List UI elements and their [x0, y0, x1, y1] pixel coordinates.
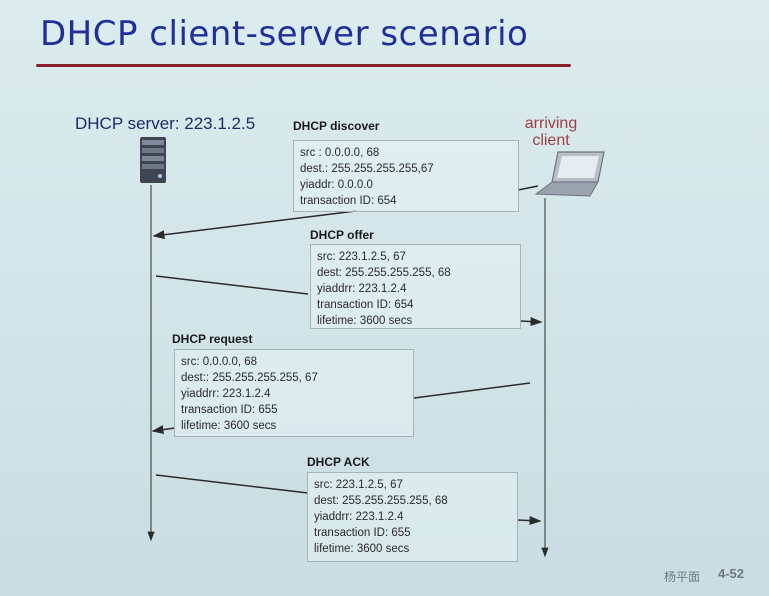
- offer-title: DHCP offer: [310, 228, 374, 242]
- field-line: yiaddrr: 223.1.2.4: [317, 283, 407, 295]
- request-arrow-a: [413, 382, 531, 399]
- field-line: src : 0.0.0.0, 68: [300, 147, 380, 159]
- field-line: src: 0.0.0.0, 68: [181, 356, 258, 368]
- field-line: dest: 255.255.255.255, 68: [317, 267, 451, 279]
- laptop-icon: [534, 151, 605, 197]
- field-line: lifetime: 3600 secs: [317, 315, 413, 327]
- request-title: DHCP request: [172, 332, 253, 346]
- field-line: src: 223.1.2.5, 67: [314, 479, 403, 491]
- field-line: transaction ID: 655: [181, 404, 278, 416]
- field-line: yiaddr: 0.0.0.0: [300, 179, 373, 191]
- field-line: transaction ID: 655: [314, 527, 411, 539]
- field-line: dest: 255.255.255.255, 68: [314, 495, 448, 507]
- offer-arrow-a: [155, 275, 309, 295]
- discover-arrow-a: [517, 185, 539, 191]
- field-line: lifetime: 3600 secs: [181, 420, 277, 432]
- ack-arrow-b: [516, 516, 542, 526]
- offer-arrow-b: [519, 317, 543, 326]
- field-line: lifetime: 3600 secs: [314, 543, 410, 555]
- field-line: dest.: 255.255.255.255,67: [300, 163, 434, 175]
- offer-box: src: 223.1.2.5, 67 dest: 255.255.255.255…: [310, 244, 521, 329]
- field-line: dest:: 255.255.255.255, 67: [181, 372, 318, 384]
- field-line: transaction ID: 654: [317, 299, 414, 311]
- field-line: transaction ID: 654: [300, 195, 397, 207]
- server-label: DHCP server: 223.1.2.5: [75, 114, 256, 133]
- client-label-line: client: [532, 132, 570, 149]
- client-label: arriving client: [516, 115, 586, 149]
- ack-box: src: 223.1.2.5, 67 dest: 255.255.255.255…: [307, 472, 518, 562]
- slide-number: 4-52: [718, 566, 745, 581]
- field-line: yiaddrr: 223.1.2.4: [314, 511, 404, 523]
- discover-title: DHCP discover: [293, 119, 380, 133]
- slide-title: DHCP client-server scenario: [40, 14, 529, 54]
- request-box: src: 0.0.0.0, 68 dest:: 255.255.255.255,…: [174, 349, 414, 437]
- client-label-line: arriving: [524, 115, 578, 132]
- field-line: src: 223.1.2.5, 67: [317, 251, 406, 263]
- discover-arrow-b: [152, 210, 357, 240]
- title-underline: [36, 64, 571, 67]
- ack-title: DHCP ACK: [307, 455, 370, 469]
- ack-arrow-a: [155, 474, 309, 494]
- server-tower-icon: [140, 137, 166, 183]
- footer-author: 杨平面: [664, 570, 701, 584]
- request-arrow-b: [151, 425, 176, 435]
- discover-box: src : 0.0.0.0, 68 dest.: 255.255.255.255…: [293, 140, 519, 212]
- field-line: yiaddrr: 223.1.2.4: [181, 388, 271, 400]
